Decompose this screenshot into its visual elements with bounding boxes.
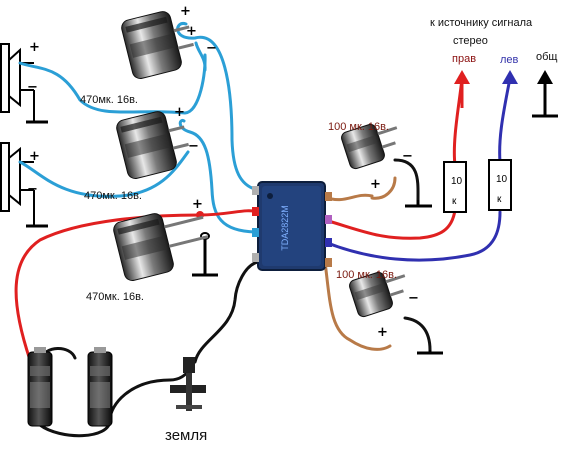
capacitor-100-top — [341, 123, 398, 170]
resistor-left-unit: к — [497, 194, 502, 205]
source-label-line1: к источнику сигнала — [430, 17, 533, 29]
cap-top-label: 470мк. 16в. — [80, 94, 138, 106]
cap-small-bottom-minus-sign: − — [408, 291, 419, 306]
cap-mid-minus-sign: − — [188, 139, 199, 154]
cap-small-bottom-plus-sign: + — [377, 325, 388, 340]
navy-wires — [323, 76, 512, 262]
cap-top-plus-sign: + — [180, 4, 191, 19]
ground-symbols — [192, 80, 558, 355]
speaker-top-minus-sign: − — [27, 80, 38, 95]
left-channel-label: лев — [500, 54, 519, 66]
resistor-left — [488, 159, 512, 211]
cap-top-plus-sign-2: + — [186, 24, 197, 39]
cap-small-top-minus-sign: − — [402, 149, 413, 164]
battery-right — [87, 347, 113, 427]
speaker-mid-plus-sign: + — [29, 149, 40, 164]
speaker-top — [0, 43, 48, 124]
resistor-right-value: 10 — [451, 176, 463, 187]
cap-small-top-label: 100 мк. 16в. — [328, 121, 389, 133]
cap-bottom-label: 470мк. 16в. — [86, 291, 144, 303]
speaker-mid-minus-sign: − — [27, 182, 38, 197]
speaker-mid — [0, 142, 48, 228]
brown-wires — [323, 176, 397, 351]
cap-mid-plus-sign: + — [174, 105, 185, 120]
left-channel-arrow — [502, 70, 518, 84]
chip-marking: TDA2822M — [280, 205, 290, 251]
red-wires — [14, 76, 464, 362]
battery-left — [27, 347, 53, 427]
resistor-right — [443, 161, 467, 213]
right-channel-label: прав — [452, 53, 476, 65]
cap-top-minus-sign: − — [206, 41, 217, 56]
blue-wires — [18, 22, 260, 234]
cap-mid-label: 470мк. 16в. — [84, 190, 142, 202]
right-channel-arrow — [454, 70, 470, 108]
resistor-right-unit: к — [452, 196, 457, 207]
capacitor-470-top — [121, 11, 194, 80]
source-label-line2: стерео — [453, 35, 488, 47]
speaker-top-plus-sign: + — [29, 40, 40, 55]
common-arrow — [537, 70, 553, 84]
cap-small-top-plus-sign: + — [370, 177, 381, 192]
capacitor-470-bottom — [113, 213, 209, 282]
capacitor-470-mid — [116, 111, 189, 180]
cap-bottom-plus-sign: + — [192, 197, 203, 212]
ground-label: земля — [165, 427, 207, 444]
capacitor-100-bottom — [349, 271, 406, 318]
common-label: общ — [536, 51, 557, 63]
cap-small-bottom-label: 100 мк. 16в. — [336, 269, 397, 281]
amplifier-chip — [252, 181, 332, 271]
black-wires — [38, 158, 432, 438]
ground-stake — [170, 357, 206, 411]
resistor-left-value: 10 — [496, 174, 508, 185]
